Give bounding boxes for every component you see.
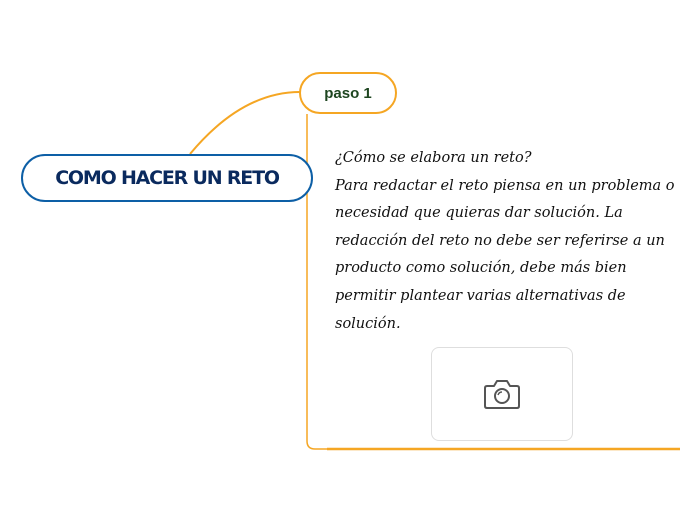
topic-note-text: ¿Cómo se elabora un reto? Para redactar … bbox=[335, 145, 675, 338]
note-line: ¿Cómo se elabora un reto? bbox=[335, 150, 532, 166]
note-line: Para redactar el reto piensa en un probl… bbox=[335, 177, 675, 194]
note-line: redacción del reto no debe ser referirse… bbox=[335, 232, 665, 249]
topic-node-paso-1[interactable]: paso 1 bbox=[299, 72, 397, 114]
central-topic-node[interactable]: COMO HACER UN RETO bbox=[21, 154, 313, 202]
central-to-topic-connector bbox=[189, 91, 301, 155]
note-line: solución. bbox=[335, 315, 401, 332]
central-topic-label: COMO HACER UN RETO bbox=[55, 167, 280, 189]
camera-icon bbox=[484, 380, 520, 409]
topic-label: paso 1 bbox=[324, 84, 372, 102]
image-placeholder[interactable] bbox=[431, 347, 573, 441]
topic-branch-line bbox=[306, 114, 327, 450]
note-line: permitir plantear varias alternativas de bbox=[335, 287, 626, 304]
note-line: producto como solución, debe más bien bbox=[335, 260, 627, 277]
note-line: necesidad que quieras dar solución. La bbox=[335, 205, 623, 222]
